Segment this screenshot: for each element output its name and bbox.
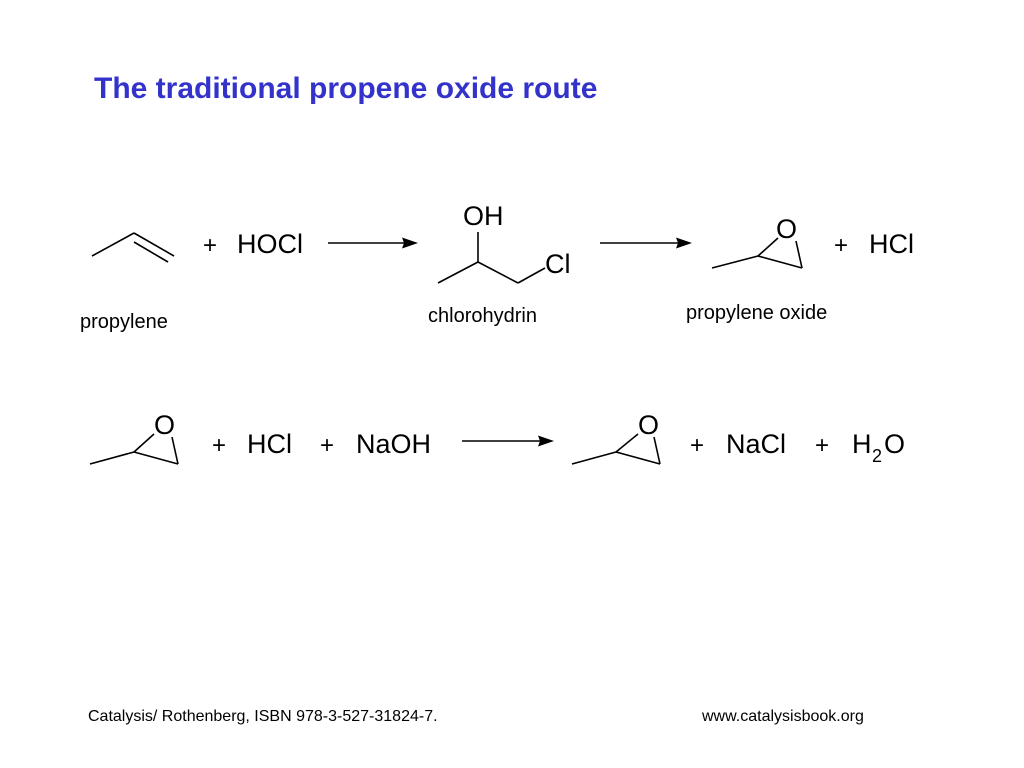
propylene-oxide-structure xyxy=(571,433,661,465)
hydroxyl-label: OH xyxy=(463,201,504,231)
propylene-oxide-structure xyxy=(89,433,179,465)
citation-footer: Catalysis/ Rothenberg, ISBN 978-3-527-31… xyxy=(88,708,438,725)
water-hydrogen: H xyxy=(852,429,872,459)
propylene-oxide-label: propylene oxide xyxy=(686,302,827,324)
nacl-formula: NaCl xyxy=(726,429,786,459)
epoxide-oxygen-label: O xyxy=(638,410,659,440)
plus-sign: + xyxy=(815,432,829,459)
propylene-label: propylene xyxy=(80,311,168,333)
propylene-structure xyxy=(91,232,175,263)
water-oxygen: O xyxy=(884,429,905,459)
hcl-formula: HCl xyxy=(247,429,292,459)
slide-title: The traditional propene oxide route xyxy=(94,72,598,105)
epoxide-oxygen-label: O xyxy=(776,214,797,244)
hocl-formula: HOCl xyxy=(237,229,303,259)
reaction-arrow xyxy=(600,237,692,249)
epoxide-oxygen-label: O xyxy=(154,410,175,440)
propylene-oxide-structure xyxy=(711,237,803,269)
chlorohydrin-structure xyxy=(437,232,546,284)
plus-sign: + xyxy=(834,232,848,259)
reaction-arrow xyxy=(462,435,554,447)
naoh-formula: NaOH xyxy=(356,429,431,459)
website-footer: www.catalysisbook.org xyxy=(702,708,864,725)
water-subscript: 2 xyxy=(872,446,882,466)
plus-sign: + xyxy=(203,232,217,259)
plus-sign: + xyxy=(320,432,334,459)
chlorohydrin-label: chlorohydrin xyxy=(428,305,537,327)
plus-sign: + xyxy=(212,432,226,459)
chlorine-label: Cl xyxy=(545,249,571,279)
water-formula: H 2 O xyxy=(852,429,905,466)
reaction-arrow xyxy=(328,237,418,249)
plus-sign: + xyxy=(690,432,704,459)
hcl-formula: HCl xyxy=(869,229,914,259)
